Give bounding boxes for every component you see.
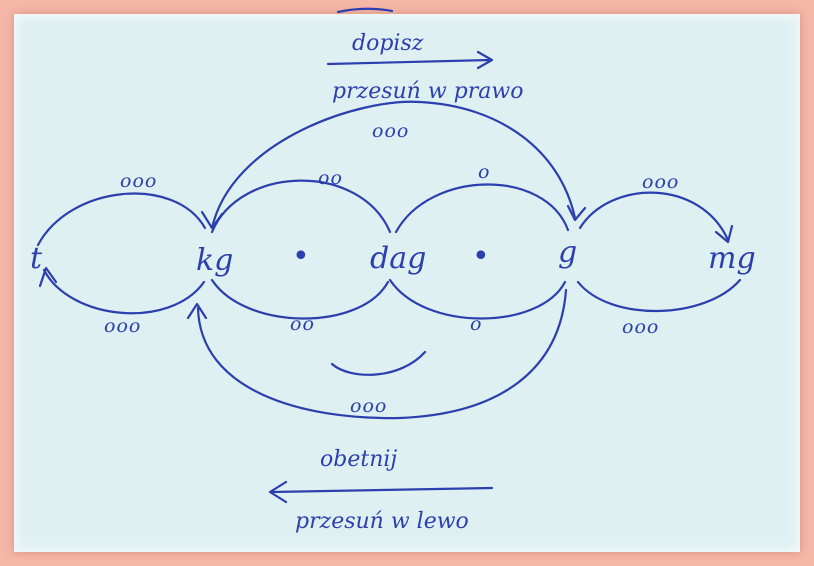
node-g: g bbox=[558, 235, 577, 270]
label-kg-dag-bottom: oo bbox=[290, 313, 315, 335]
node-mg: mg bbox=[708, 241, 756, 276]
centre-dot-left: • bbox=[292, 239, 310, 274]
top-arrow bbox=[326, 50, 494, 70]
arc-kg-dag-bottom bbox=[210, 278, 390, 320]
arc-g-mg-bottom bbox=[576, 278, 742, 313]
label-t-kg-top: ooo bbox=[120, 170, 157, 192]
top-scribble bbox=[336, 7, 394, 14]
arc-t-kg-top bbox=[36, 192, 207, 247]
paper-sheet bbox=[14, 14, 800, 552]
arc-kg-dag-top bbox=[210, 179, 392, 234]
label-dag-g-top: o bbox=[478, 161, 490, 183]
arrow-head-g-over bbox=[566, 204, 587, 222]
arrow-head-t bbox=[38, 266, 58, 288]
arrow-head-kg-under bbox=[186, 302, 208, 320]
bottom-arrow bbox=[268, 480, 494, 504]
label-g-mg-top: ooo bbox=[642, 171, 679, 193]
arc-g-to-kg-over bbox=[210, 100, 577, 230]
label-t-kg-bottom: ooo bbox=[104, 315, 141, 337]
arc-dag-g-bottom bbox=[388, 278, 567, 320]
centre-dot-right: • bbox=[472, 239, 490, 274]
arc-dag-g-top bbox=[394, 183, 570, 234]
smile-stroke bbox=[330, 350, 427, 376]
node-t: t bbox=[30, 241, 43, 276]
arc-g-to-kg-under bbox=[196, 288, 568, 420]
arc-g-mg-top bbox=[578, 191, 730, 242]
top-caption-word: dopisz bbox=[352, 31, 424, 56]
label-kg-dag-top: oo bbox=[318, 167, 343, 189]
arc-t-kg-bottom bbox=[42, 268, 206, 315]
node-kg: kg bbox=[196, 243, 233, 278]
arrow-head-mg bbox=[714, 224, 734, 244]
bottom-caption-action: przesuń w lewo bbox=[295, 509, 469, 534]
bottom-caption-word: obetnij bbox=[320, 447, 397, 472]
label-g-kg-over: ooo bbox=[372, 120, 409, 142]
label-g-kg-under: ooo bbox=[350, 395, 387, 417]
label-dag-g-bottom: o bbox=[470, 313, 482, 335]
node-dag: dag bbox=[370, 241, 426, 276]
label-g-mg-bottom: ooo bbox=[622, 316, 659, 338]
top-caption-action: przesuń w prawo bbox=[332, 79, 523, 104]
